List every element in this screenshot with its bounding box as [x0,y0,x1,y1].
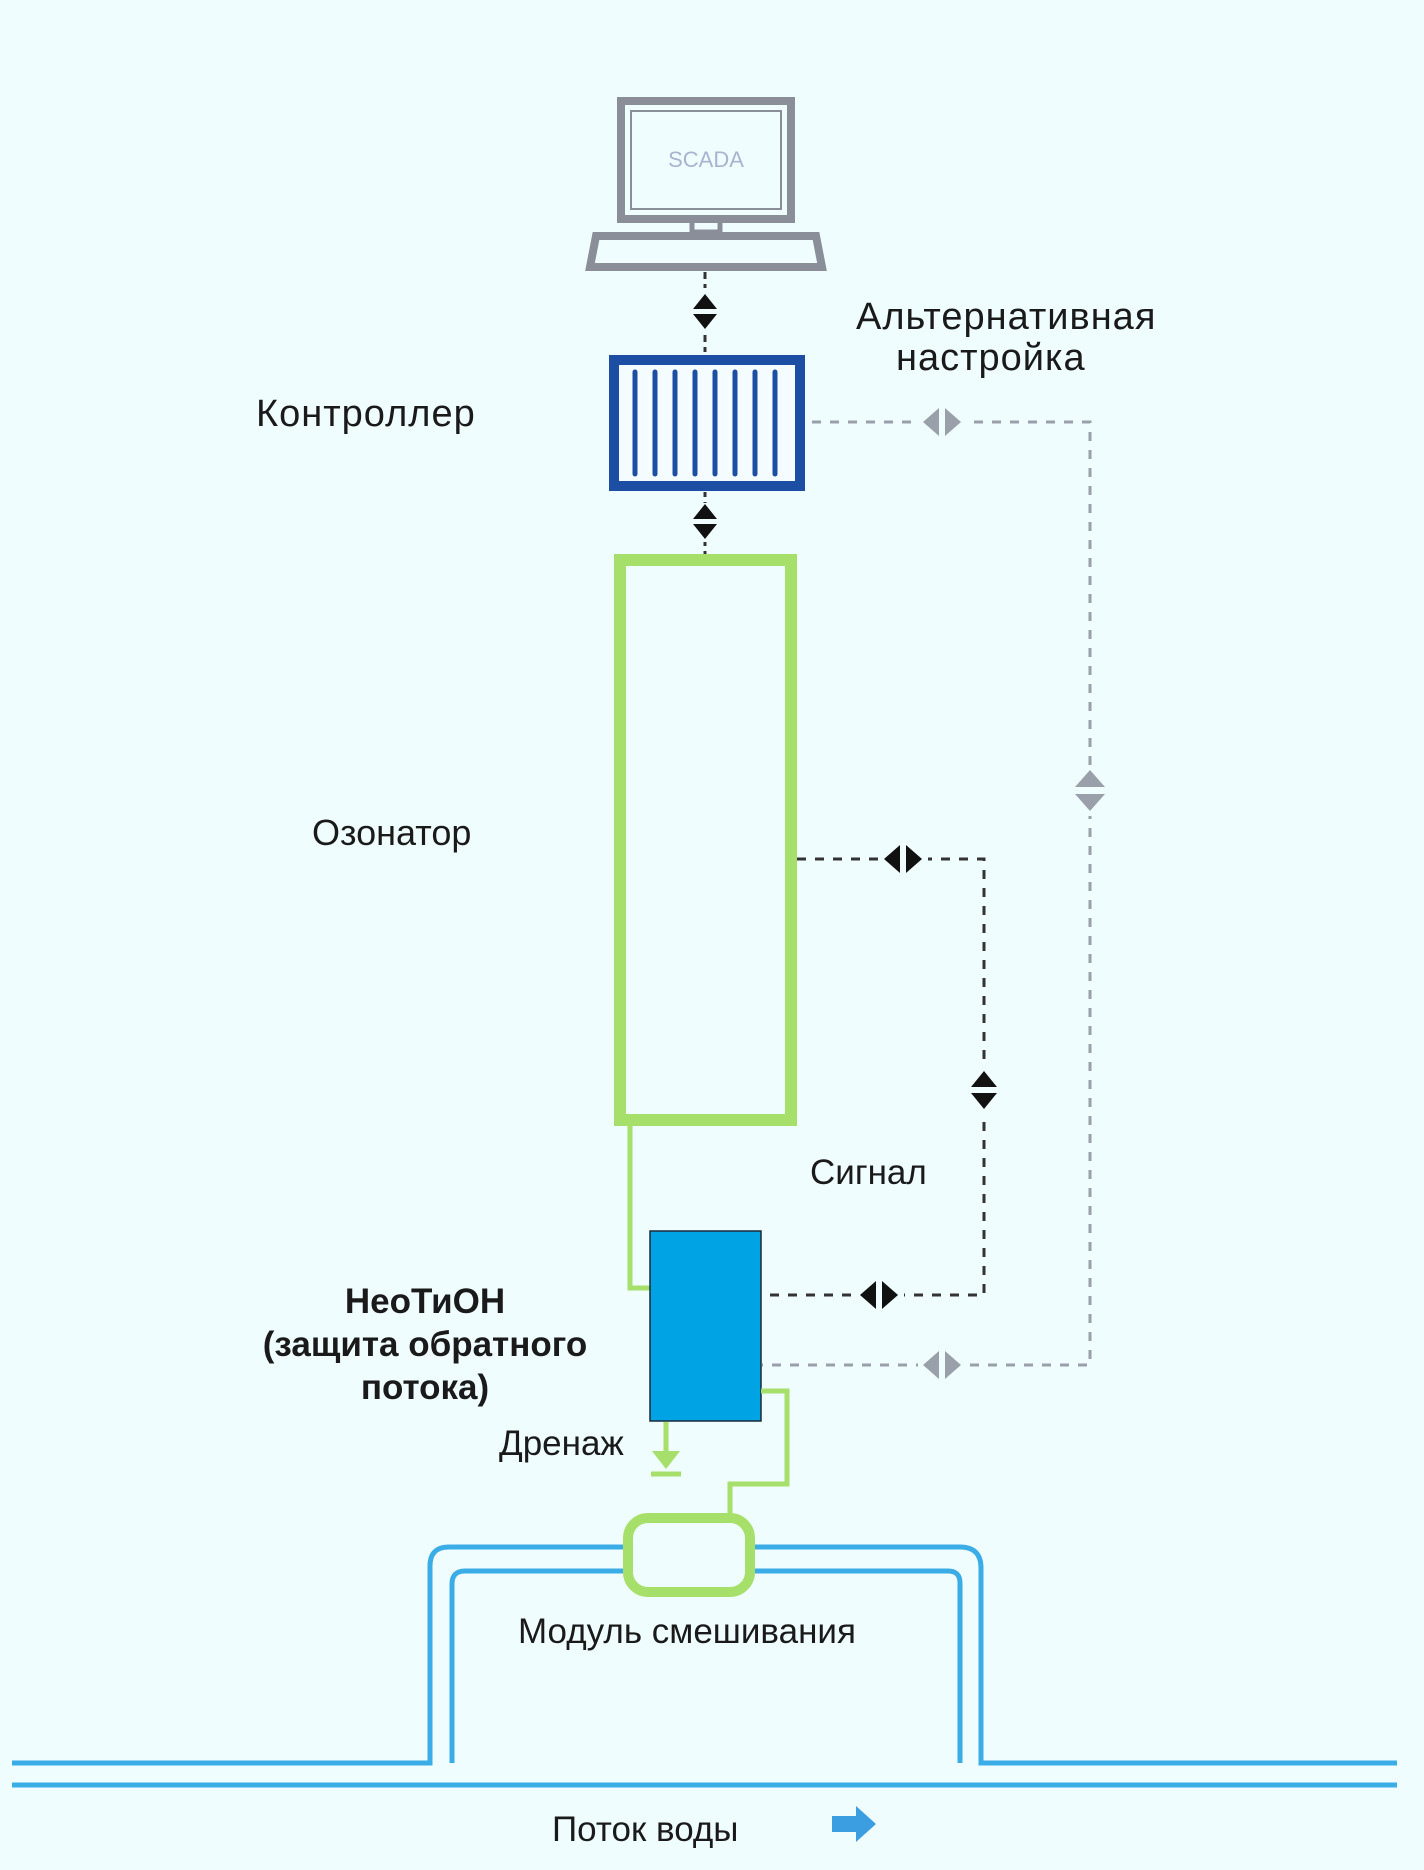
controller-label: Контроллер [256,393,476,435]
alternative-setup-link [762,406,1108,1381]
signal-link [762,843,1000,1311]
arrow-up-icon [971,1071,997,1087]
ozonator-unit[interactable] [614,554,797,1126]
monitor-screen [630,110,782,210]
arrow-up-icon [693,294,717,309]
ozone-pipe [627,1126,650,1291]
arrow-right-icon [832,1806,876,1842]
drain-label: Дренаж [499,1424,624,1463]
scada-label: SCADA [668,147,744,172]
scada-computer-icon[interactable]: SCADA [585,97,827,271]
signal-label: Сигнал [810,1153,927,1192]
arrow-right-icon [882,1281,898,1309]
controller-ozonator-link [693,492,717,555]
arrow-up-icon [1075,770,1105,787]
scada-controller-link [693,272,717,352]
controller-bars [632,369,778,477]
mixing-module[interactable] [623,1513,755,1597]
alternative-setup-label-line1: Альтернативная [856,296,1157,338]
neotion-label-line3: потока) [360,1368,490,1407]
neotion-label-line1: НеоТиОН [344,1282,506,1321]
neotion-mixer-pipe [727,1388,790,1514]
arrow-up-icon [693,504,717,519]
drain-arrow-icon [651,1422,681,1477]
ozonator-label: Озонатор [312,812,472,853]
arrow-right-icon [906,845,922,873]
neotion-label-line2: (защита обратного [262,1325,588,1364]
mixing-module-label: Модуль смешивания [518,1612,856,1651]
arrow-left-icon [860,1281,876,1309]
monitor-stand [689,217,723,235]
arrow-right-icon [945,408,961,436]
arrow-down-icon [1075,794,1105,811]
arrow-right-icon [945,1351,961,1379]
controller-icon[interactable] [609,355,805,491]
arrow-down-icon [693,524,717,539]
neotion-unit[interactable] [649,1230,762,1422]
arrow-left-icon [923,1351,939,1379]
arrow-left-icon [884,845,900,873]
keyboard-base [585,232,827,271]
arrow-down-icon [693,314,717,329]
water-flow-label: Поток воды [552,1810,739,1849]
arrow-down-icon [971,1093,997,1109]
neotion-label: НеоТиОН (защита обратного потока) [245,1280,605,1409]
alternative-setup-label-line2: настройка [896,337,1086,379]
arrow-left-icon [923,408,939,436]
